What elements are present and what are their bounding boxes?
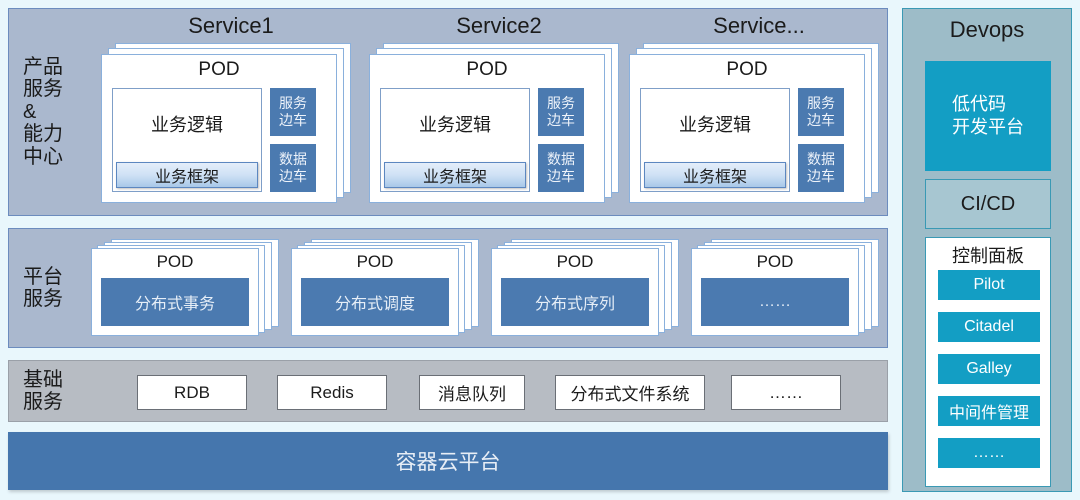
pod-card[interactable]: POD 业务逻辑 业务框架 服务 边车 数据 边车 xyxy=(101,54,337,203)
platform-pod-2[interactable]: POD 分布式调度 xyxy=(291,239,481,339)
business-logic-box: 业务逻辑 xyxy=(679,115,751,135)
service-card-1[interactable]: Service1 POD 业务逻辑 业务框架 服务 边车 数据 边车 xyxy=(101,13,361,211)
control-panel-item-galley[interactable]: Galley xyxy=(938,354,1040,384)
pod-stack: POD 分布式序列 xyxy=(491,239,681,339)
pod-inner-container: 业务逻辑 业务框架 xyxy=(112,88,262,192)
service-title: Service2 xyxy=(456,13,542,38)
devops-title: Devops xyxy=(949,17,1025,42)
pod-stack: POD 分布式事务 xyxy=(91,239,281,339)
basic-service-more[interactable]: …… xyxy=(731,375,841,410)
band-label-product: 产品 服务 & 能力 中心 xyxy=(23,56,63,168)
pod-title: POD xyxy=(756,252,794,271)
pod-stack: POD 业务逻辑 业务框架 服务 边车 数据 边车 xyxy=(629,43,879,203)
service-card-3[interactable]: Service... POD 业务逻辑 业务框架 服务 边车 数据 边车 xyxy=(629,13,889,211)
pod-stack: POD …… xyxy=(691,239,881,339)
basic-service-rdb[interactable]: RDB xyxy=(137,375,247,410)
control-panel-box: 控制面板 Pilot Citadel Galley 中间件管理 …… xyxy=(925,237,1051,487)
control-panel-item-more[interactable]: …… xyxy=(938,438,1040,468)
pod-card[interactable]: POD 分布式序列 xyxy=(491,248,659,336)
platform-pod-body: 分布式事务 xyxy=(101,278,249,326)
pod-title: POD xyxy=(466,59,508,80)
platform-pod-1[interactable]: POD 分布式事务 xyxy=(91,239,281,339)
pod-title: POD xyxy=(726,59,768,80)
band-product-services: 产品 服务 & 能力 中心 Service1 POD 业务逻辑 业务框架 服务 … xyxy=(8,8,888,216)
pod-stack: POD 业务逻辑 业务框架 服务 边车 数据 边车 xyxy=(369,43,619,203)
pod-card[interactable]: POD 分布式调度 xyxy=(291,248,459,336)
low-code-platform-box[interactable]: 低代码 开发平台 xyxy=(925,61,1051,171)
cicd-box[interactable]: CI/CD xyxy=(925,179,1051,229)
data-sidecar-box: 数据 边车 xyxy=(270,144,316,192)
pod-title: POD xyxy=(198,59,240,80)
business-logic-box: 业务逻辑 xyxy=(419,115,491,135)
control-panel-item-pilot[interactable]: Pilot xyxy=(938,270,1040,300)
band-label-platform: 平台 服务 xyxy=(23,265,63,310)
pod-title: POD xyxy=(356,252,394,271)
pod-card[interactable]: POD 业务逻辑 业务框架 服务 边车 数据 边车 xyxy=(629,54,865,203)
service-title: Service1 xyxy=(188,13,274,38)
band-basic-services: 基础 服务 RDB Redis 消息队列 分布式文件系统 …… xyxy=(8,360,888,422)
left-column: 产品 服务 & 能力 中心 Service1 POD 业务逻辑 业务框架 服务 … xyxy=(8,8,888,492)
platform-pod-body: …… xyxy=(701,278,849,326)
pod-stack: POD 分布式调度 xyxy=(291,239,481,339)
control-panel-item-citadel[interactable]: Citadel xyxy=(938,312,1040,342)
pod-title: POD xyxy=(156,252,194,271)
business-framework-box: 业务框架 xyxy=(644,162,786,188)
data-sidecar-box: 数据 边车 xyxy=(538,144,584,192)
devops-panel: Devops 低代码 开发平台 CI/CD 控制面板 Pilot Citadel… xyxy=(902,8,1072,492)
pod-inner-container: 业务逻辑 业务框架 xyxy=(640,88,790,192)
service-card-2[interactable]: Service2 POD 业务逻辑 业务框架 服务 边车 数据 边车 xyxy=(369,13,629,211)
business-framework-box: 业务框架 xyxy=(384,162,526,188)
pod-inner-container: 业务逻辑 业务框架 xyxy=(380,88,530,192)
band-label-basic: 基础 服务 xyxy=(23,368,63,413)
control-panel-title: 控制面板 xyxy=(952,246,1024,266)
service-title: Service... xyxy=(713,13,805,38)
platform-pod-3[interactable]: POD 分布式序列 xyxy=(491,239,681,339)
platform-pod-body: 分布式调度 xyxy=(301,278,449,326)
pod-card[interactable]: POD …… xyxy=(691,248,859,336)
control-panel-item-middleware-management[interactable]: 中间件管理 xyxy=(938,396,1040,426)
platform-pod-body: 分布式序列 xyxy=(501,278,649,326)
pod-stack: POD 业务逻辑 业务框架 服务 边车 数据 边车 xyxy=(101,43,351,203)
container-cloud-platform-bar: 容器云平台 xyxy=(8,432,888,490)
band-platform-services: 平台 服务 POD 分布式事务 xyxy=(8,228,888,348)
basic-service-redis[interactable]: Redis xyxy=(277,375,387,410)
business-logic-box: 业务逻辑 xyxy=(151,115,223,135)
service-sidecar-box: 服务 边车 xyxy=(270,88,316,136)
pod-card[interactable]: POD 业务逻辑 业务框架 服务 边车 数据 边车 xyxy=(369,54,605,203)
data-sidecar-box: 数据 边车 xyxy=(798,144,844,192)
service-sidecar-box: 服务 边车 xyxy=(798,88,844,136)
service-sidecar-box: 服务 边车 xyxy=(538,88,584,136)
platform-pod-4[interactable]: POD …… xyxy=(691,239,881,339)
pod-title: POD xyxy=(556,252,594,271)
basic-service-distributed-file-system[interactable]: 分布式文件系统 xyxy=(555,375,705,410)
pod-card[interactable]: POD 分布式事务 xyxy=(91,248,259,336)
basic-service-message-queue[interactable]: 消息队列 xyxy=(419,375,525,410)
business-framework-box: 业务框架 xyxy=(116,162,258,188)
